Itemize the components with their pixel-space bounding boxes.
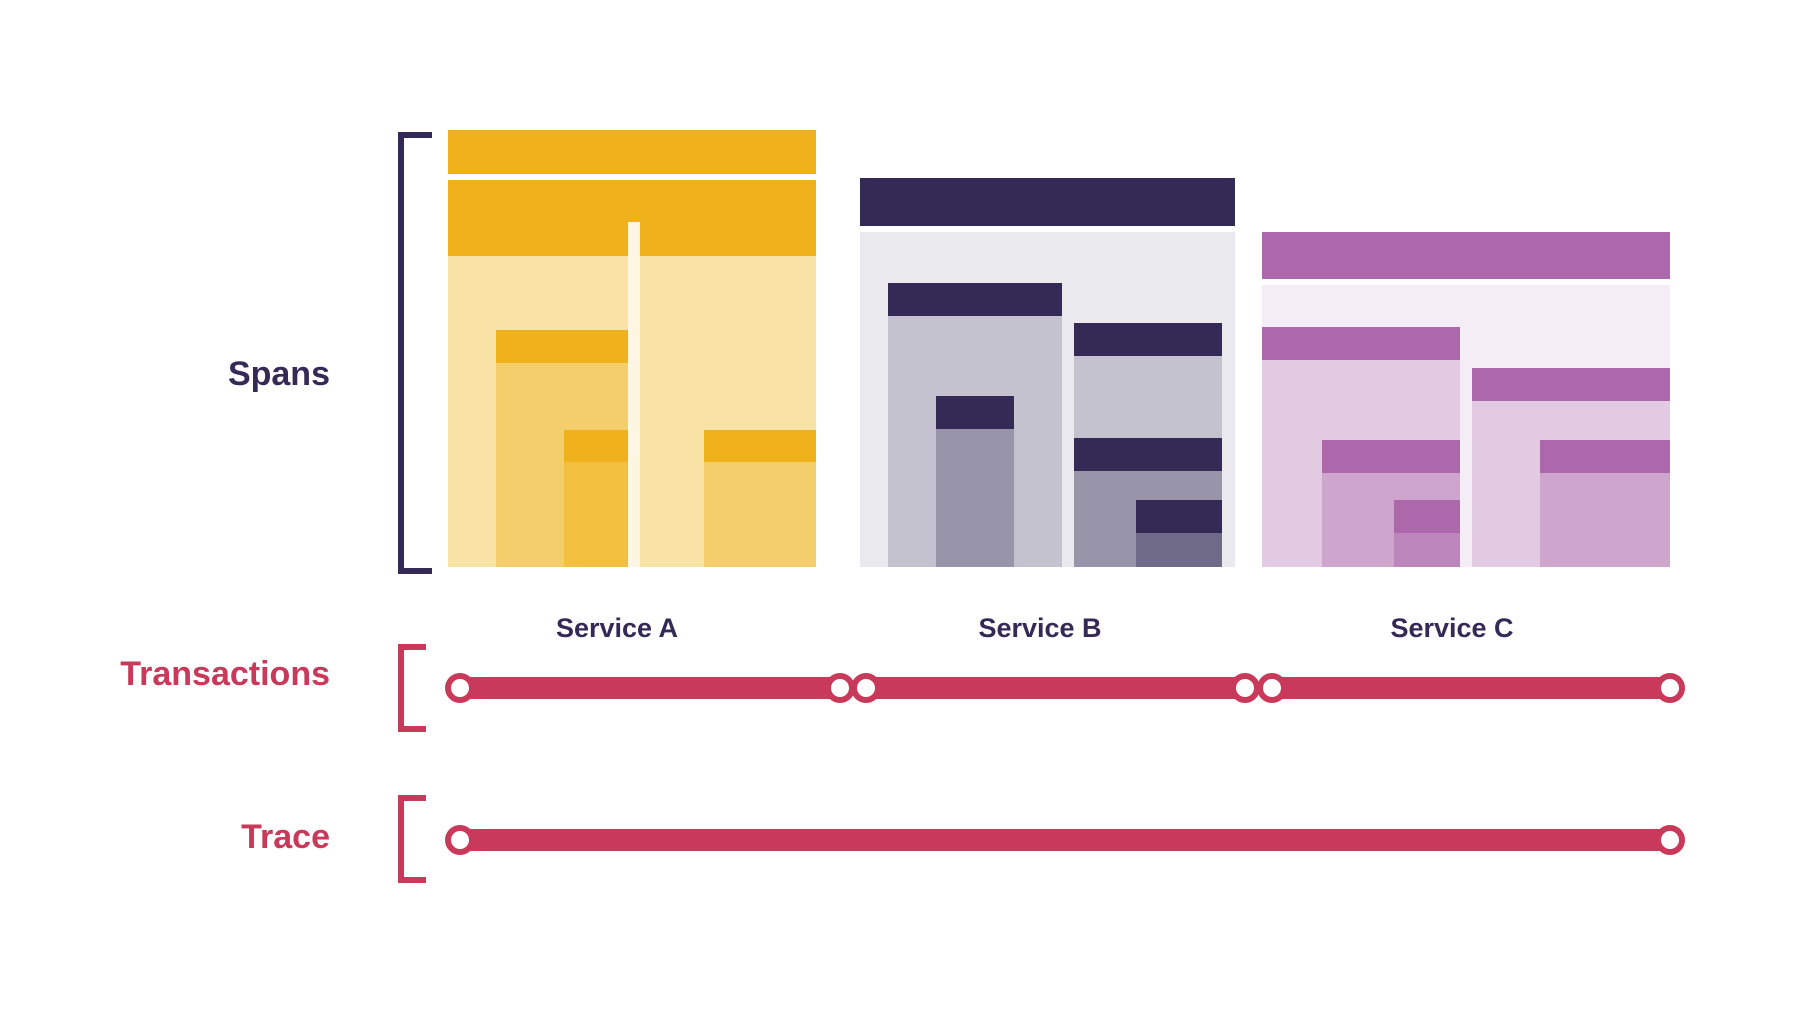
span-box-a-sub4[interactable]: [564, 430, 628, 567]
span-body: [640, 222, 816, 567]
service-caption-2: Service B: [978, 613, 1102, 643]
span-header-bar: [1262, 327, 1460, 360]
span-header-bar: [1074, 323, 1222, 356]
span-header-bar: [704, 430, 816, 462]
row-label-trace: Trace: [241, 818, 330, 856]
bracket-transactions: [398, 644, 426, 732]
timeline-endpoint-tx-b-end[interactable]: [1230, 673, 1260, 703]
row-label-spans: Spans: [227, 355, 330, 393]
span-box-c-root[interactable]: [1262, 232, 1670, 279]
span-header-bar: [1540, 440, 1670, 473]
span-header-bar: [1262, 232, 1670, 279]
span-box-a-root[interactable]: [448, 130, 816, 174]
span-box-c-sub6[interactable]: [1540, 440, 1670, 567]
timeline-bar-tx-c[interactable]: [1272, 677, 1670, 699]
span-box-b-sub3[interactable]: [936, 396, 1014, 567]
service-caption-3: Service C: [1390, 613, 1514, 643]
span-header-bar: [860, 178, 1235, 226]
timeline-endpoint-tx-a-start[interactable]: [445, 673, 475, 703]
timeline-bar-trace-full[interactable]: [460, 829, 1670, 851]
timeline-endpoint-trace-full-start[interactable]: [445, 825, 475, 855]
span-header-bar: [1074, 438, 1222, 471]
bracket-spans: [398, 132, 432, 574]
span-header-bar: [1136, 500, 1222, 533]
span-header-bar: [564, 430, 628, 462]
row-label-transactions: Transactions: [120, 655, 330, 693]
span-header-bar: [496, 330, 628, 363]
span-header-bar: [448, 222, 628, 256]
span-header-bar: [448, 130, 816, 174]
span-box-a-sub5[interactable]: [640, 222, 816, 567]
span-header-bar: [888, 283, 1062, 316]
span-box-c-sub4[interactable]: [1394, 500, 1460, 567]
timeline-endpoint-trace-full-end[interactable]: [1655, 825, 1685, 855]
service-caption-1: Service A: [555, 613, 679, 643]
span-box-a-sub6[interactable]: [704, 430, 816, 567]
span-box-b-sub6[interactable]: [1136, 500, 1222, 567]
span-header-bar: [448, 180, 816, 222]
span-header-bar: [640, 222, 816, 256]
timeline-bar-tx-a[interactable]: [460, 677, 840, 699]
timeline-endpoint-tx-b-start[interactable]: [851, 673, 881, 703]
span-header-bar: [1322, 440, 1460, 473]
timeline-endpoint-tx-c-end[interactable]: [1655, 673, 1685, 703]
timeline-bar-tx-b[interactable]: [866, 677, 1245, 699]
span-header-bar: [1472, 368, 1670, 401]
span-header-bar: [936, 396, 1014, 429]
timeline-endpoint-tx-c-start[interactable]: [1257, 673, 1287, 703]
bracket-trace: [398, 795, 426, 883]
span-header-bar: [1394, 500, 1460, 533]
span-box-b-root[interactable]: [860, 178, 1235, 226]
